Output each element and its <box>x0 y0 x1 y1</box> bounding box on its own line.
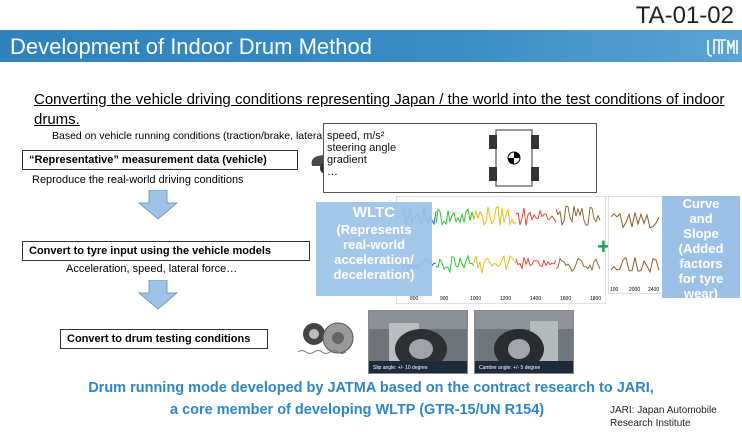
wltc-series-line <box>435 208 475 227</box>
slip-angle-photo: Slip angle: +/- 10 degree <box>368 310 468 374</box>
wltc-x-tick: 1400 <box>530 296 541 302</box>
vehicle-input-box <box>323 123 597 193</box>
wltc-x-ticks: 800 900 1000 1200 1400 1600 1800 <box>410 296 601 302</box>
step1-desc: Reproduce the real-world driving conditi… <box>32 174 244 186</box>
step1-label: “Representative” measurement data (vehic… <box>29 154 267 166</box>
wltc-x-tick: 1600 <box>560 296 571 302</box>
title-bar <box>0 30 742 62</box>
step2-desc: Acceleration, speed, lateral force… <box>66 263 238 275</box>
cs-label-line: for tyre <box>678 271 724 286</box>
slope-x-tick: 100 <box>610 287 619 293</box>
wltc-x-tick: 900 <box>440 296 449 302</box>
photo2-caption: Camber angle: +/- 5 degree <box>479 365 541 371</box>
wltc-x-tick: 800 <box>410 296 419 302</box>
down-arrow-icon <box>138 280 178 310</box>
cs-label-line: wear) <box>684 286 718 301</box>
down-arrow-icon <box>138 190 178 220</box>
wltc-series-line <box>515 207 557 226</box>
subnote: Based on vehicle running conditions (tra… <box>52 130 364 142</box>
slide-title: Development of Indoor Drum Method <box>10 34 372 59</box>
cs-label-line: (Added <box>678 241 724 256</box>
wltc-series-line <box>555 205 601 227</box>
wltc-series-line <box>435 254 475 274</box>
slope-x-ticks: 100 2000 2400 <box>610 287 659 293</box>
slope-series-group <box>610 212 660 274</box>
cs-label-line: Curve <box>682 196 720 211</box>
cs-label-line: factors <box>679 256 723 271</box>
vehicle-input-list: speed, m/s² steering angle gradient … <box>327 130 396 178</box>
jari-note: JARI: Japan Automobile Research Institut… <box>610 405 717 429</box>
cs-label-line: and <box>689 211 713 226</box>
photo1-caption: Slip angle: +/- 10 degree <box>373 365 428 371</box>
camber-angle-photo: Camber angle: +/- 5 degree <box>474 310 574 374</box>
wltc-label-line: WLTC <box>352 204 396 221</box>
wltc-label-line: real-world <box>342 237 406 252</box>
step1-box: “Representative” measurement data (vehic… <box>22 150 298 170</box>
footer-line-1: Drum running mode developed by JATMA bas… <box>88 380 654 396</box>
wltc-x-tick: 1000 <box>470 296 481 302</box>
slope-chart: 100 2000 2400 <box>608 196 664 294</box>
slide-id: TA-01-02 <box>635 2 734 29</box>
jatma-logo-icon <box>707 39 738 57</box>
step2-box: Convert to tyre input using the vehicle … <box>22 241 310 261</box>
wltc-label-line: deceleration) <box>333 267 415 282</box>
wltc-label: WLTC (Represents real-world acceleration… <box>316 202 432 296</box>
wltc-series-line <box>555 257 601 273</box>
step3-box: Convert to drum testing conditions <box>60 329 268 349</box>
wltc-series-line <box>473 205 517 226</box>
input-line: gradient <box>327 154 367 166</box>
wltc-series-line <box>515 257 557 271</box>
input-line: steering angle <box>327 142 397 154</box>
slope-series-line <box>610 256 660 274</box>
step2-label: Convert to tyre input using the vehicle … <box>29 245 272 257</box>
slope-x-tick: 2400 <box>648 287 659 293</box>
wltc-x-tick: 1800 <box>590 296 601 302</box>
wltc-label-line: acceleration/ <box>334 252 414 267</box>
headline: Converting the vehicle driving condition… <box>34 91 725 128</box>
input-line: speed, m/s² <box>327 130 385 142</box>
step3-label: Convert to drum testing conditions <box>67 333 251 345</box>
slope-series-line <box>610 212 660 229</box>
plus-sign: + <box>597 234 610 259</box>
cs-label-line: Slope <box>683 226 719 241</box>
wltc-label-line: (Represents <box>336 222 412 237</box>
input-line: … <box>327 166 338 178</box>
slope-x-tick: 2000 <box>629 287 640 293</box>
drum-icon <box>297 322 354 354</box>
curve-slope-label: Curve and Slope (Added factors for tyre … <box>662 196 740 301</box>
wltc-x-tick: 1200 <box>500 296 511 302</box>
wltc-series-line <box>473 254 517 274</box>
footer-line-2: a core member of developing WLTP (GTR-15… <box>170 402 545 418</box>
vehicle-topview-icon <box>489 129 539 187</box>
